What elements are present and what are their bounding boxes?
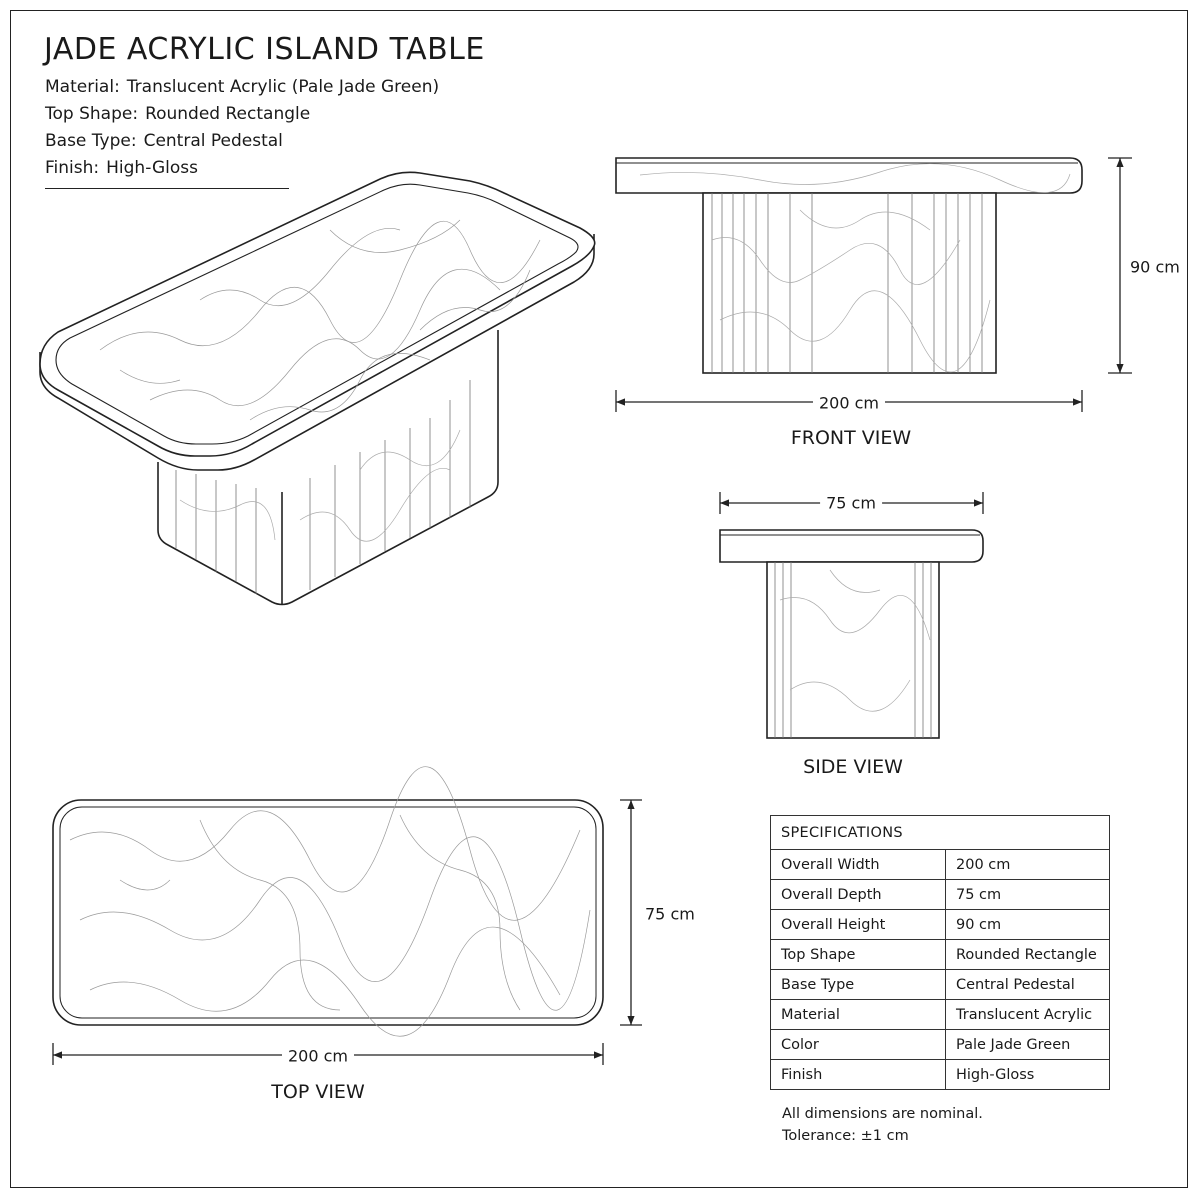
front-width-dimension: 200 cm bbox=[812, 393, 886, 413]
top-width-dimension: 200 cm bbox=[281, 1046, 355, 1066]
attribute-value: Translucent Acrylic (Pale Jade Green) bbox=[126, 77, 440, 97]
front-view-label: FRONT VIEW bbox=[790, 427, 912, 449]
page-title: JADE ACRYLIC ISLAND TABLE bbox=[44, 32, 485, 67]
spec-header-row: SPECIFICATIONS bbox=[770, 815, 1110, 850]
note-tolerance: Tolerance: ±1 cm bbox=[782, 1128, 909, 1144]
spec-key: Finish bbox=[770, 1059, 946, 1090]
side-tabletop bbox=[719, 529, 984, 563]
attribute-top-shape: Top Shape: Rounded Rectangle bbox=[45, 104, 310, 124]
table-row: Overall Height 90 cm bbox=[770, 909, 1110, 940]
attribute-key: Top Shape: bbox=[45, 104, 139, 124]
table-row: Finish High-Gloss bbox=[770, 1059, 1110, 1090]
spec-key: Color bbox=[770, 1029, 946, 1060]
spec-key: Overall Height bbox=[770, 909, 946, 940]
isometric-view bbox=[39, 171, 596, 606]
attribute-material: Material: Translucent Acrylic (Pale Jade … bbox=[45, 77, 439, 97]
spec-key: Overall Depth bbox=[770, 879, 946, 910]
table-row: Top Shape Rounded Rectangle bbox=[770, 939, 1110, 970]
spec-value: Central Pedestal bbox=[945, 969, 1110, 1000]
table-row: Overall Width 200 cm bbox=[770, 849, 1110, 880]
spec-key: Top Shape bbox=[770, 939, 946, 970]
attribute-finish: Finish: High-Gloss bbox=[45, 158, 198, 178]
spec-value: 75 cm bbox=[945, 879, 1110, 910]
iso-veins bbox=[99, 219, 541, 421]
spec-value: Pale Jade Green bbox=[945, 1029, 1110, 1060]
table-row: Color Pale Jade Green bbox=[770, 1029, 1110, 1060]
spec-value: 200 cm bbox=[945, 849, 1110, 880]
attribute-base-type: Base Type: Central Pedestal bbox=[45, 131, 283, 151]
header-rule bbox=[45, 188, 289, 189]
attribute-key: Base Type: bbox=[45, 131, 137, 151]
spec-value: Rounded Rectangle bbox=[945, 939, 1110, 970]
spec-value: High-Gloss bbox=[945, 1059, 1110, 1090]
side-pedestal bbox=[766, 561, 940, 739]
spec-heading: SPECIFICATIONS bbox=[770, 815, 1110, 850]
attribute-value: High-Gloss bbox=[106, 158, 198, 178]
iso-tabletop bbox=[39, 171, 596, 471]
side-view bbox=[719, 529, 984, 739]
top-view bbox=[52, 766, 604, 1037]
spec-key: Base Type bbox=[770, 969, 946, 1000]
table-row: Overall Depth 75 cm bbox=[770, 879, 1110, 910]
top-tabletop bbox=[52, 799, 604, 1026]
specifications-table: SPECIFICATIONS Overall Width 200 cm Over… bbox=[770, 815, 1110, 1090]
attribute-value: Rounded Rectangle bbox=[145, 104, 311, 124]
spec-value: 90 cm bbox=[945, 909, 1110, 940]
attribute-key: Finish: bbox=[45, 158, 100, 178]
front-tabletop bbox=[615, 157, 1083, 194]
side-view-label: SIDE VIEW bbox=[803, 756, 903, 778]
attribute-value: Central Pedestal bbox=[143, 131, 283, 151]
attribute-key: Material: bbox=[45, 77, 120, 97]
spec-value: Translucent Acrylic bbox=[945, 999, 1110, 1030]
drawing-frame bbox=[10, 10, 1188, 1188]
front-height-dimension: 90 cm bbox=[1130, 257, 1180, 277]
front-pedestal bbox=[702, 192, 997, 374]
note-nominal: All dimensions are nominal. bbox=[782, 1106, 983, 1122]
top-depth-dimension: 75 cm bbox=[645, 904, 695, 924]
iso-pedestal bbox=[157, 330, 499, 606]
table-row: Material Translucent Acrylic bbox=[770, 999, 1110, 1030]
spec-key: Overall Width bbox=[770, 849, 946, 880]
top-view-label: TOP VIEW bbox=[271, 1081, 365, 1103]
table-row: Base Type Central Pedestal bbox=[770, 969, 1110, 1000]
spec-key: Material bbox=[770, 999, 946, 1030]
side-depth-dimension: 75 cm bbox=[820, 493, 882, 513]
front-view bbox=[615, 157, 1083, 374]
